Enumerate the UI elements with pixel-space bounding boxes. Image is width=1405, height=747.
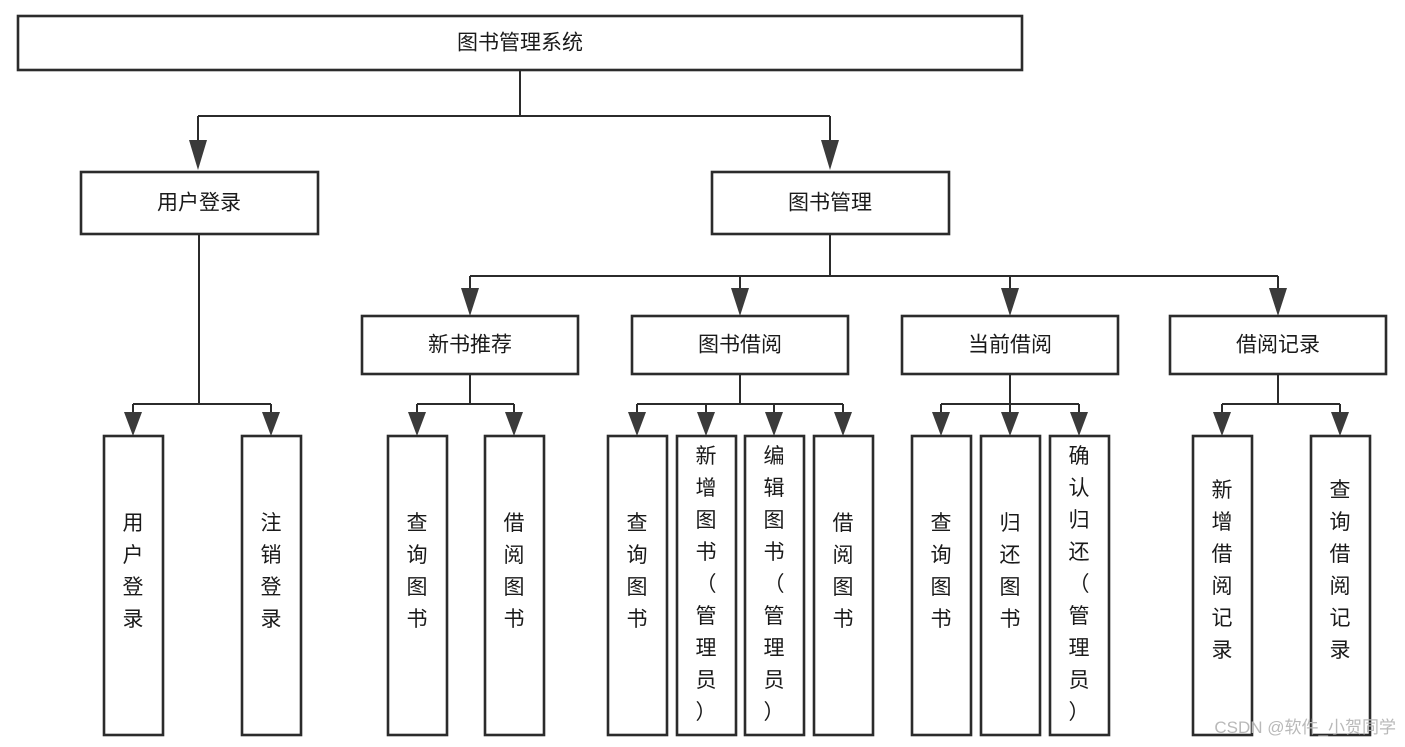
- node-current-borrow-box[interactable]: [900, 314, 1120, 376]
- arrowhead-book-borrow: [731, 288, 749, 316]
- leaf-query-book-2-box[interactable]: [606, 434, 669, 737]
- node-book-manage-label: 图书管理: [788, 192, 872, 215]
- leaf-user-login-box[interactable]: [102, 434, 165, 737]
- arrowhead-leaf-confirm-return: [1070, 412, 1088, 436]
- connectors-book-manage-to-level3: [461, 234, 1287, 316]
- leaf-return-book-label: 归还图书: [1000, 512, 1021, 631]
- arrowhead-borrow-record: [1269, 288, 1287, 316]
- connectors-current-borrow-to-leaves: [932, 374, 1088, 436]
- leaf-query-book-1-label: 查询图书: [407, 512, 428, 631]
- node-user-login[interactable]: 用户登录: [79, 170, 320, 236]
- node-book-manage[interactable]: 图书管理: [710, 170, 951, 236]
- leaf-borrow-book-1[interactable]: 借阅图书: [483, 434, 546, 737]
- node-new-book-rec-box[interactable]: [360, 314, 580, 376]
- arrowhead-book-manage: [821, 140, 839, 170]
- arrowhead-leaf-query-book-2: [628, 412, 646, 436]
- leaf-add-record[interactable]: 新增借阅记录: [1191, 434, 1254, 737]
- leaf-user-logout-label: 注销登录: [261, 512, 282, 631]
- node-root[interactable]: 图书管理系统: [16, 14, 1024, 72]
- arrowhead-leaf-user-login: [124, 412, 142, 436]
- node-borrow-record-box[interactable]: [1168, 314, 1388, 376]
- node-root-label: 图书管理系统: [457, 32, 583, 55]
- node-user-login-box[interactable]: [79, 170, 320, 236]
- leaf-return-book-box[interactable]: [979, 434, 1042, 737]
- node-current-borrow-label: 当前借阅: [968, 334, 1052, 357]
- leaf-user-logout-box[interactable]: [240, 434, 303, 737]
- node-book-borrow-label: 图书借阅: [698, 334, 782, 357]
- node-book-borrow[interactable]: 图书借阅: [630, 314, 850, 376]
- leaf-query-record-box[interactable]: [1309, 434, 1372, 737]
- node-root-box[interactable]: [16, 14, 1024, 72]
- leaf-add-book-label: 新增图书（管理员）: [696, 445, 717, 724]
- connectors-user-login-to-leaves: [124, 235, 280, 436]
- leaf-borrow-book-2-box[interactable]: [812, 434, 875, 737]
- node-current-borrow[interactable]: 当前借阅: [900, 314, 1120, 376]
- leaf-add-book[interactable]: 新增图书（管理员）: [675, 434, 738, 737]
- leaf-confirm-return[interactable]: 确认归还（管理员）: [1048, 434, 1111, 737]
- leaf-query-book-3-label: 查询图书: [931, 512, 952, 631]
- leaf-query-record-label: 查询借阅记录: [1330, 479, 1351, 662]
- connectors-root-to-level2: [189, 70, 839, 170]
- leaf-borrow-book-1-label: 借阅图书: [504, 512, 525, 631]
- leaf-confirm-return-box[interactable]: [1048, 434, 1111, 737]
- leaf-add-book-box[interactable]: [675, 434, 738, 737]
- leaf-user-login[interactable]: 用户登录: [102, 434, 165, 737]
- arrowhead-leaf-borrow-book-1: [505, 412, 523, 436]
- node-book-borrow-box[interactable]: [630, 314, 850, 376]
- leaf-edit-book[interactable]: 编辑图书（管理员）: [743, 434, 806, 737]
- arrowhead-current-borrow: [1001, 288, 1019, 316]
- leaf-borrow-book-2[interactable]: 借阅图书: [812, 434, 875, 737]
- watermark-label: CSDN @软件_小贺同学: [1214, 718, 1396, 737]
- connectors-borrow-record-to-leaves: [1213, 374, 1349, 436]
- leaf-return-book[interactable]: 归还图书: [979, 434, 1042, 737]
- node-new-book-rec-label: 新书推荐: [428, 334, 512, 357]
- leaf-query-book-2[interactable]: 查询图书: [606, 434, 669, 737]
- leaf-confirm-return-label: 确认归还（管理员）: [1069, 445, 1090, 724]
- node-user-login-label: 用户登录: [157, 192, 241, 215]
- arrowhead-leaf-borrow-book-2: [834, 412, 852, 436]
- leaf-add-record-label: 新增借阅记录: [1212, 479, 1233, 662]
- arrowhead-leaf-user-logout: [262, 412, 280, 436]
- leaf-user-login-label: 用户登录: [123, 512, 144, 631]
- leaf-borrow-book-1-box[interactable]: [483, 434, 546, 737]
- leaf-edit-book-label: 编辑图书（管理员）: [764, 445, 785, 724]
- arrowhead-new-book-rec: [461, 288, 479, 316]
- arrowhead-leaf-query-book-3: [932, 412, 950, 436]
- leaf-edit-book-box[interactable]: [743, 434, 806, 737]
- arrowhead-leaf-return-book: [1001, 412, 1019, 436]
- leaf-query-book-2-label: 查询图书: [627, 512, 648, 631]
- leaf-query-book-3-box[interactable]: [910, 434, 973, 737]
- leaf-user-logout[interactable]: 注销登录: [240, 434, 303, 737]
- arrowhead-leaf-edit-book: [765, 412, 783, 436]
- leaf-query-book-1[interactable]: 查询图书: [386, 434, 449, 737]
- arrowhead-leaf-add-book: [697, 412, 715, 436]
- leaf-add-record-box[interactable]: [1191, 434, 1254, 737]
- arrowhead-leaf-query-book-1: [408, 412, 426, 436]
- leaf-borrow-book-2-label: 借阅图书: [833, 512, 854, 631]
- node-new-book-rec[interactable]: 新书推荐: [360, 314, 580, 376]
- node-borrow-record[interactable]: 借阅记录: [1168, 314, 1388, 376]
- node-borrow-record-label: 借阅记录: [1236, 334, 1320, 357]
- leaf-query-record[interactable]: 查询借阅记录: [1309, 434, 1372, 737]
- arrowhead-user-login: [189, 140, 207, 170]
- connectors-new-book-rec-to-leaves: [408, 374, 523, 436]
- arrowhead-leaf-query-record: [1331, 412, 1349, 436]
- leaf-query-book-1-box[interactable]: [386, 434, 449, 737]
- leaf-query-book-3[interactable]: 查询图书: [910, 434, 973, 737]
- connectors-book-borrow-to-leaves: [628, 374, 852, 436]
- node-book-manage-box[interactable]: [710, 170, 951, 236]
- arrowhead-leaf-add-record: [1213, 412, 1231, 436]
